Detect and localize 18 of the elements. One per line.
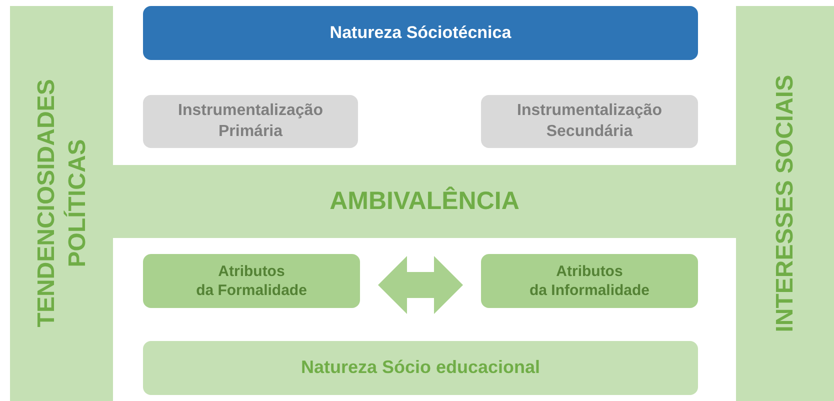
box-label: AMBIVALÊNCIA — [330, 186, 520, 218]
concept-box — [143, 95, 358, 148]
title-box — [143, 6, 698, 60]
attribute-box — [143, 254, 360, 308]
concept-box — [481, 95, 698, 148]
box-label: Natureza Sócio educacional — [300, 356, 540, 380]
vertical-label: INTERESSES SOCIAIS — [770, 74, 800, 334]
box-label: Natureza Sóciotécnica — [330, 22, 512, 44]
side-panel — [736, 6, 834, 401]
box-label: Atributos da Formalidade — [195, 262, 308, 300]
foundation-box — [143, 341, 698, 395]
vertical-label: TENDENCIOSIDADES POLÍTICAS — [31, 78, 92, 330]
attribute-box — [481, 254, 698, 308]
side-panel — [10, 6, 113, 401]
box-label: Atributos da Informalidade — [528, 262, 651, 300]
double-arrow — [378, 256, 463, 314]
box-label: Instrumentalização Primária — [177, 100, 324, 142]
box-label: Instrumentalização Secundária — [516, 100, 663, 142]
